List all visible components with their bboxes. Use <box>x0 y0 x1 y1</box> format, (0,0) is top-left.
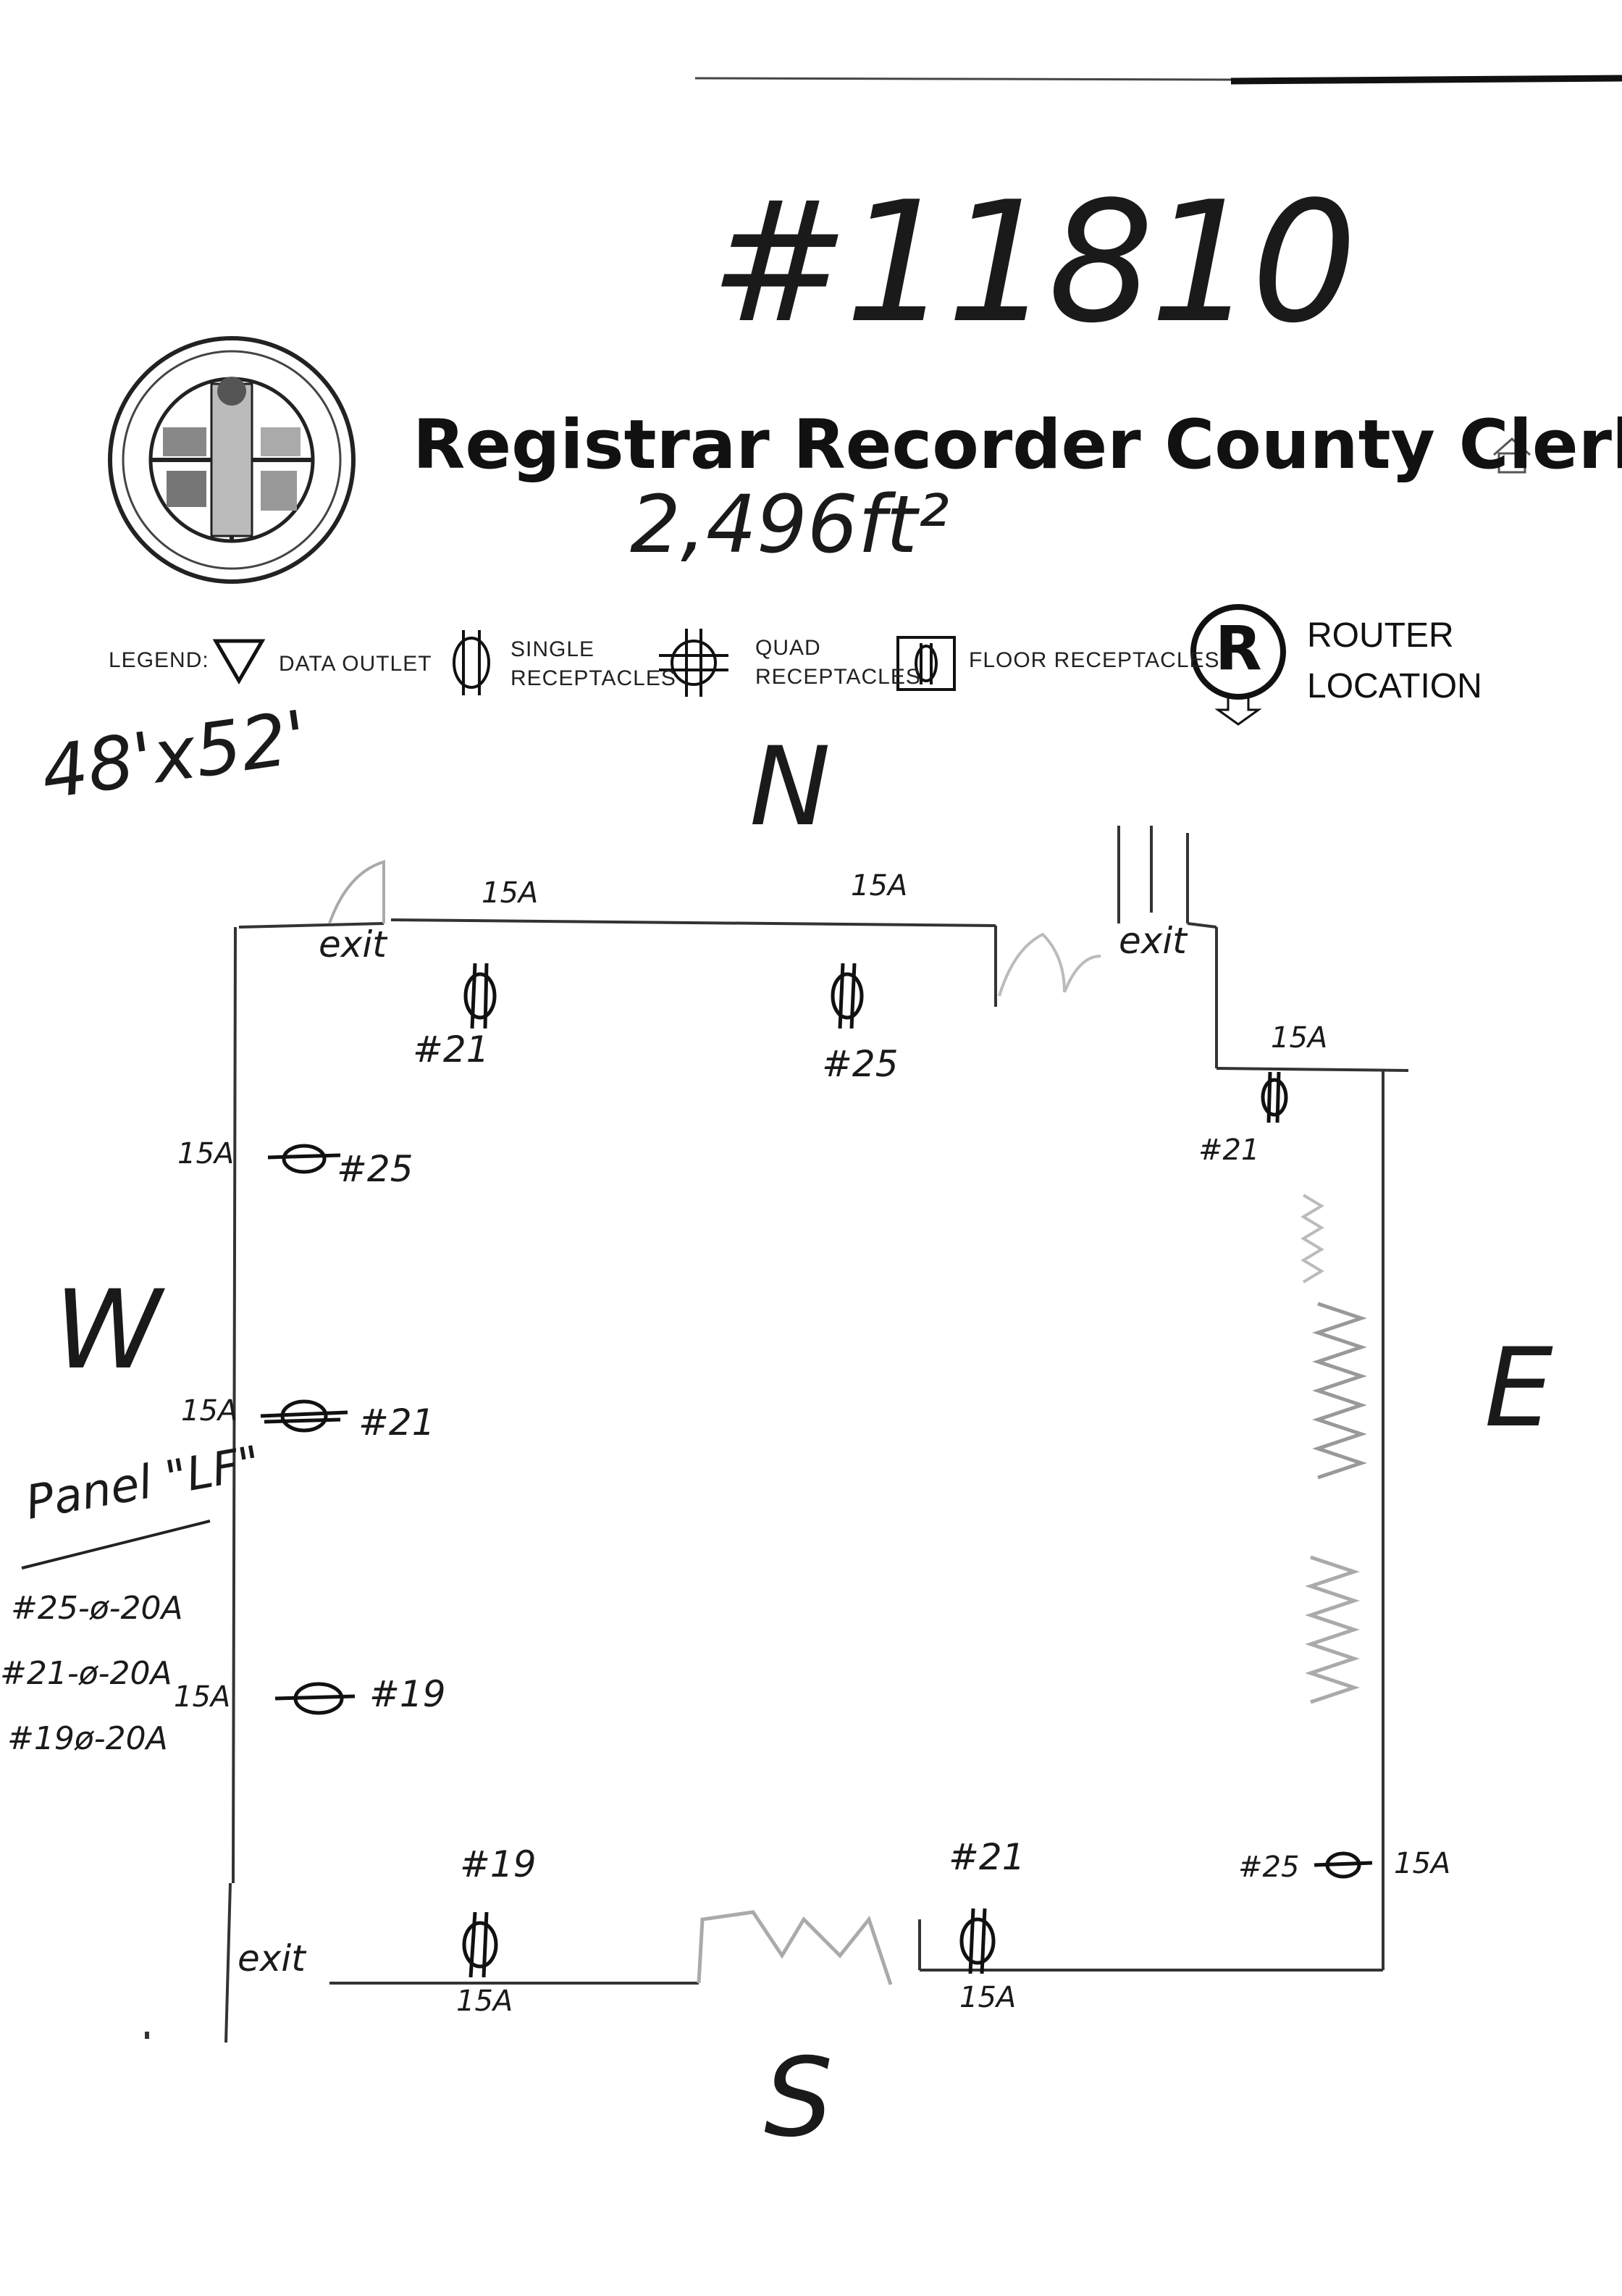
southeast-circuit: #25 <box>1238 1851 1300 1884</box>
legend-single-line1: SINGLE <box>510 637 595 661</box>
panel-circuit: #19ø-20A <box>7 1720 168 1757</box>
west-2-amps: 15A <box>181 1394 238 1428</box>
single-receptacle-icon <box>453 630 490 695</box>
legend-single-line2: RECEPTACLES <box>510 666 676 690</box>
quad-receptacle-icon <box>659 629 728 697</box>
west-1-amps: 15A <box>177 1137 235 1170</box>
panel-circuit: #21-ø-20A <box>0 1655 172 1692</box>
home-icon <box>1493 437 1531 474</box>
compass-north: N <box>749 724 831 850</box>
legend-router-line1: ROUTER <box>1307 616 1454 655</box>
compass-west: W <box>54 1268 162 1394</box>
exit-label-south: exit <box>238 1937 306 1979</box>
panel-circuit: #25-ø-20A <box>11 1590 183 1627</box>
legend-quad-line1: QUAD <box>755 636 821 660</box>
south-1-amps: 15A <box>456 1985 513 2018</box>
south-2-amps: 15A <box>959 1981 1017 2014</box>
legend-data-outlet-text: DATA OUTLET <box>279 652 432 676</box>
south-2-circuit: #21 <box>949 1836 1025 1878</box>
northeast-amps: 15A <box>1271 1021 1328 1055</box>
data-outlet-icon <box>212 639 266 684</box>
exit-label-northeast: exit <box>1119 920 1187 962</box>
page-title: Registrar Recorder County Clerk <box>413 406 1622 485</box>
west-1-circuit: #25 <box>337 1148 413 1190</box>
sheet-number: #11810 <box>710 167 1357 360</box>
plan-receptacle-symbols <box>260 963 1373 1978</box>
west-3-amps: 15A <box>174 1680 231 1714</box>
legend-floor-text: FLOOR RECEPTACLES <box>969 648 1220 672</box>
north-1-circuit: #21 <box>413 1028 489 1071</box>
north-2-circuit: #25 <box>822 1043 899 1085</box>
floor-receptacle-icon <box>896 636 956 691</box>
compass-east: E <box>1484 1325 1553 1451</box>
legend-label: LEGEND: <box>109 648 209 672</box>
north-2-amps: 15A <box>851 869 908 902</box>
legend-quad-line2: RECEPTACLES <box>755 665 921 689</box>
north-1-amps: 15A <box>482 876 539 910</box>
county-seal-icon <box>108 336 356 584</box>
legend-router-line2: LOCATION <box>1307 667 1482 705</box>
west-3-circuit: #19 <box>369 1673 446 1715</box>
router-icon <box>1190 604 1286 726</box>
router-symbol: R <box>1215 613 1262 684</box>
southeast-amps: 15A <box>1394 1847 1451 1880</box>
exit-label-north: exit <box>319 923 387 965</box>
area-label: 2,496ft² <box>630 478 949 571</box>
south-1-circuit: #19 <box>460 1843 537 1885</box>
northeast-circuit: #21 <box>1198 1134 1260 1167</box>
west-2-circuit: #21 <box>358 1402 435 1444</box>
room-walls <box>224 826 1409 2043</box>
compass-south: S <box>764 2035 833 2161</box>
